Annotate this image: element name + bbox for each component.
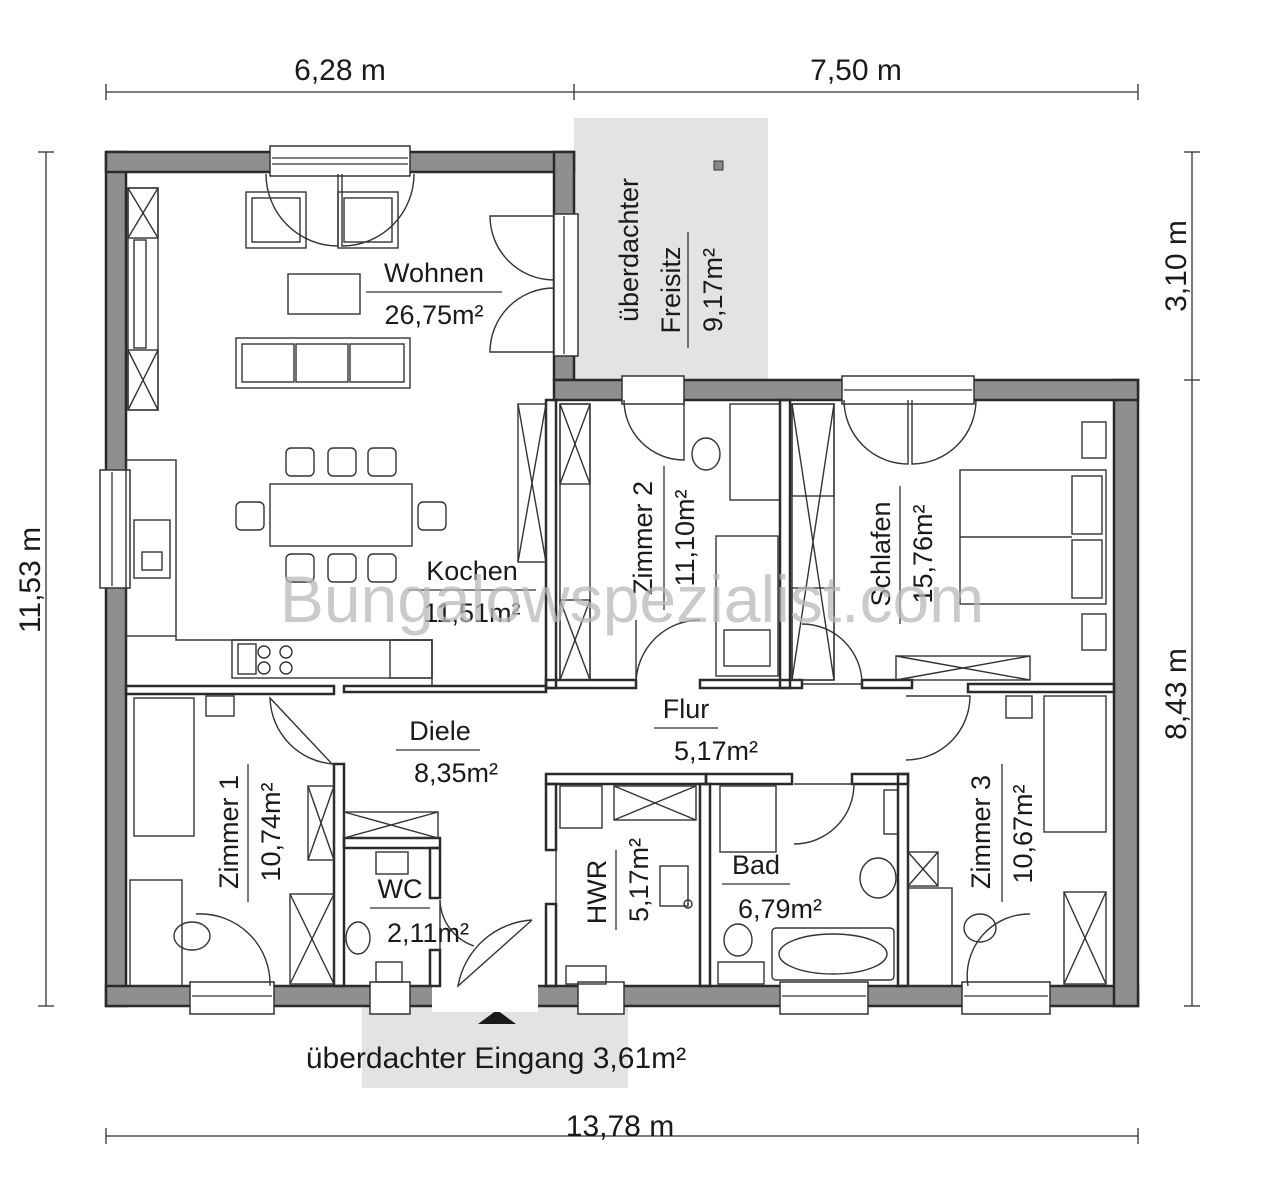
covered-terrace-area [574,118,768,380]
schlafen-furniture [791,403,1107,681]
room-label-hwr: HWR 5,17m² [582,838,654,930]
dimension-lines [38,84,1200,1144]
living-room-furniture [127,187,411,411]
room-label-zimmer1: Zimmer 1 10,74m² [214,764,286,902]
room-label-flur: Flur 5,17m² [654,694,758,766]
room-area: 26,75m² [384,300,483,330]
freisitz-line1: überdachter [614,178,644,322]
freisitz-line2: Freisitz [656,247,686,334]
room-label-wc: WC 2,11m² [370,874,469,948]
room-area: 11,51m² [423,598,520,628]
freisitz-area: 9,17m² [698,248,728,332]
watermark: Bungalowspezialist.com [280,562,984,636]
room-area: 2,11m² [387,918,469,948]
dim-right-lower: 8,43 m [1160,648,1193,740]
room-label-zimmer3: Zimmer 3 10,67m² [966,764,1038,902]
freisitz-label: überdachter Freisitz 9,17m² [614,178,728,348]
zimmer2-furniture [517,403,781,681]
room-name: Zimmer 3 [966,775,996,889]
room-name: Flur [663,694,710,724]
room-area: 10,67m² [1008,784,1038,883]
room-name: WC [378,874,423,904]
room-name: Bad [732,850,780,880]
dim-top-left: 6,28 m [294,54,386,87]
entrance-label: überdachter Eingang 3,61m² [306,1042,686,1075]
outer-windows [99,145,1051,1015]
room-name: HWR [582,860,612,924]
room-area: 5,17m² [624,838,654,922]
door-swings [195,173,1031,988]
room-area: 15,76m² [908,504,938,603]
dining-kitchen-furniture [125,447,447,686]
room-label-diele: Diele 8,35m² [396,716,498,788]
room-label-kochen: Kochen 11,51m² [408,556,536,628]
room-name: Diele [409,716,471,746]
room-label-bad: Bad 6,79m² [722,850,822,924]
room-area: 10,74m² [256,782,286,881]
dim-top-right: 7,50 m [810,54,902,87]
room-label-wohnen: Wohnen 26,75m² [366,258,502,330]
dim-bottom: 13,78 m [566,1110,674,1143]
zimmer1-wc-furniture [129,695,439,987]
room-area: 11,10m² [670,489,700,586]
hwr-bad-zimmer3-furniture [559,695,1107,987]
room-name: Wohnen [384,258,484,288]
terrace-post [713,160,724,171]
dim-right-upper: 3,10 m [1160,220,1193,312]
room-area: 6,79m² [738,894,822,924]
room-name: Zimmer 1 [214,775,244,889]
interior-walls [124,398,1116,988]
dim-left: 11,53 m [14,527,47,633]
room-label-schlafen: Schlafen 15,76m² [866,486,938,624]
room-area: 5,17m² [674,736,758,766]
room-label-zimmer2: Zimmer 2 11,10m² [628,466,700,610]
room-name: Zimmer 2 [628,481,658,595]
entrance-arrow [478,1010,516,1024]
room-area: 8,35m² [414,758,498,788]
room-name: Kochen [426,556,518,586]
room-name: Schlafen [866,501,896,606]
